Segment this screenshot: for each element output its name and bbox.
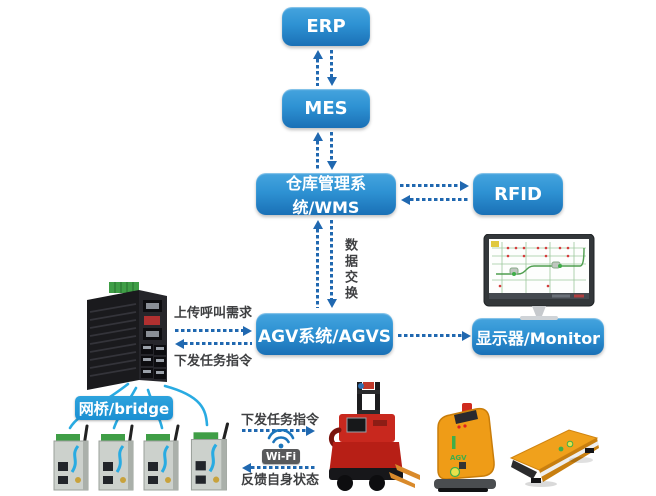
- arrow-agvs-to-bridge: [184, 342, 252, 345]
- industrial-switch-image: [87, 282, 167, 390]
- wifi-icon: [267, 429, 295, 449]
- node-monitor: 显示器/Monitor: [472, 318, 604, 355]
- label-upload-call-request: 上传呼叫需求: [173, 306, 252, 321]
- arrow-agvs-to-wms: [316, 229, 319, 308]
- arrow-wms-to-agvs: [330, 220, 333, 299]
- label-dispatch-task-lower: 下发任务指令: [240, 413, 319, 428]
- node-erp: ERP: [282, 7, 370, 46]
- arrow-agv-fleet-to-bridge: [251, 466, 315, 469]
- wireless-client-image: [143, 424, 180, 491]
- svg-text:AGV: AGV: [450, 454, 467, 462]
- node-wms: 仓库管理系统/WMS: [256, 173, 396, 217]
- wireless-client-image: [98, 424, 134, 491]
- arrow-wms-to-mes: [316, 141, 319, 170]
- arrow-wms-to-rfid: [400, 184, 460, 187]
- label-data-exchange: 数据交换: [342, 238, 357, 302]
- node-mes: MES: [282, 89, 370, 128]
- node-bridge: 网桥/bridge: [75, 396, 173, 420]
- arrow-erp-to-mes: [330, 50, 333, 77]
- wireless-client-image: [53, 424, 89, 491]
- node-agvs: AGV系统/AGVS: [256, 313, 393, 355]
- tunnel-agv-image: [509, 429, 599, 487]
- arrow-bridge-to-agvs: [175, 329, 243, 332]
- wifi-badge: Wi-Fi: [262, 449, 300, 464]
- arrow-rfid-to-wms: [410, 198, 470, 201]
- node-rfid: RFID: [473, 173, 563, 215]
- wireless-client-image: [190, 422, 230, 491]
- arrow-mes-to-wms: [330, 132, 333, 161]
- label-dispatch-task-upper: 下发任务指令: [173, 354, 252, 369]
- label-feedback-own-status: 反馈自身状态: [240, 473, 319, 488]
- box-agv-image: AGV: [434, 403, 496, 492]
- arrow-agvs-to-monitor: [398, 334, 462, 337]
- forklift-agv-image: [329, 382, 420, 491]
- arrow-mes-to-erp: [316, 59, 319, 86]
- monitor-image: [483, 234, 595, 320]
